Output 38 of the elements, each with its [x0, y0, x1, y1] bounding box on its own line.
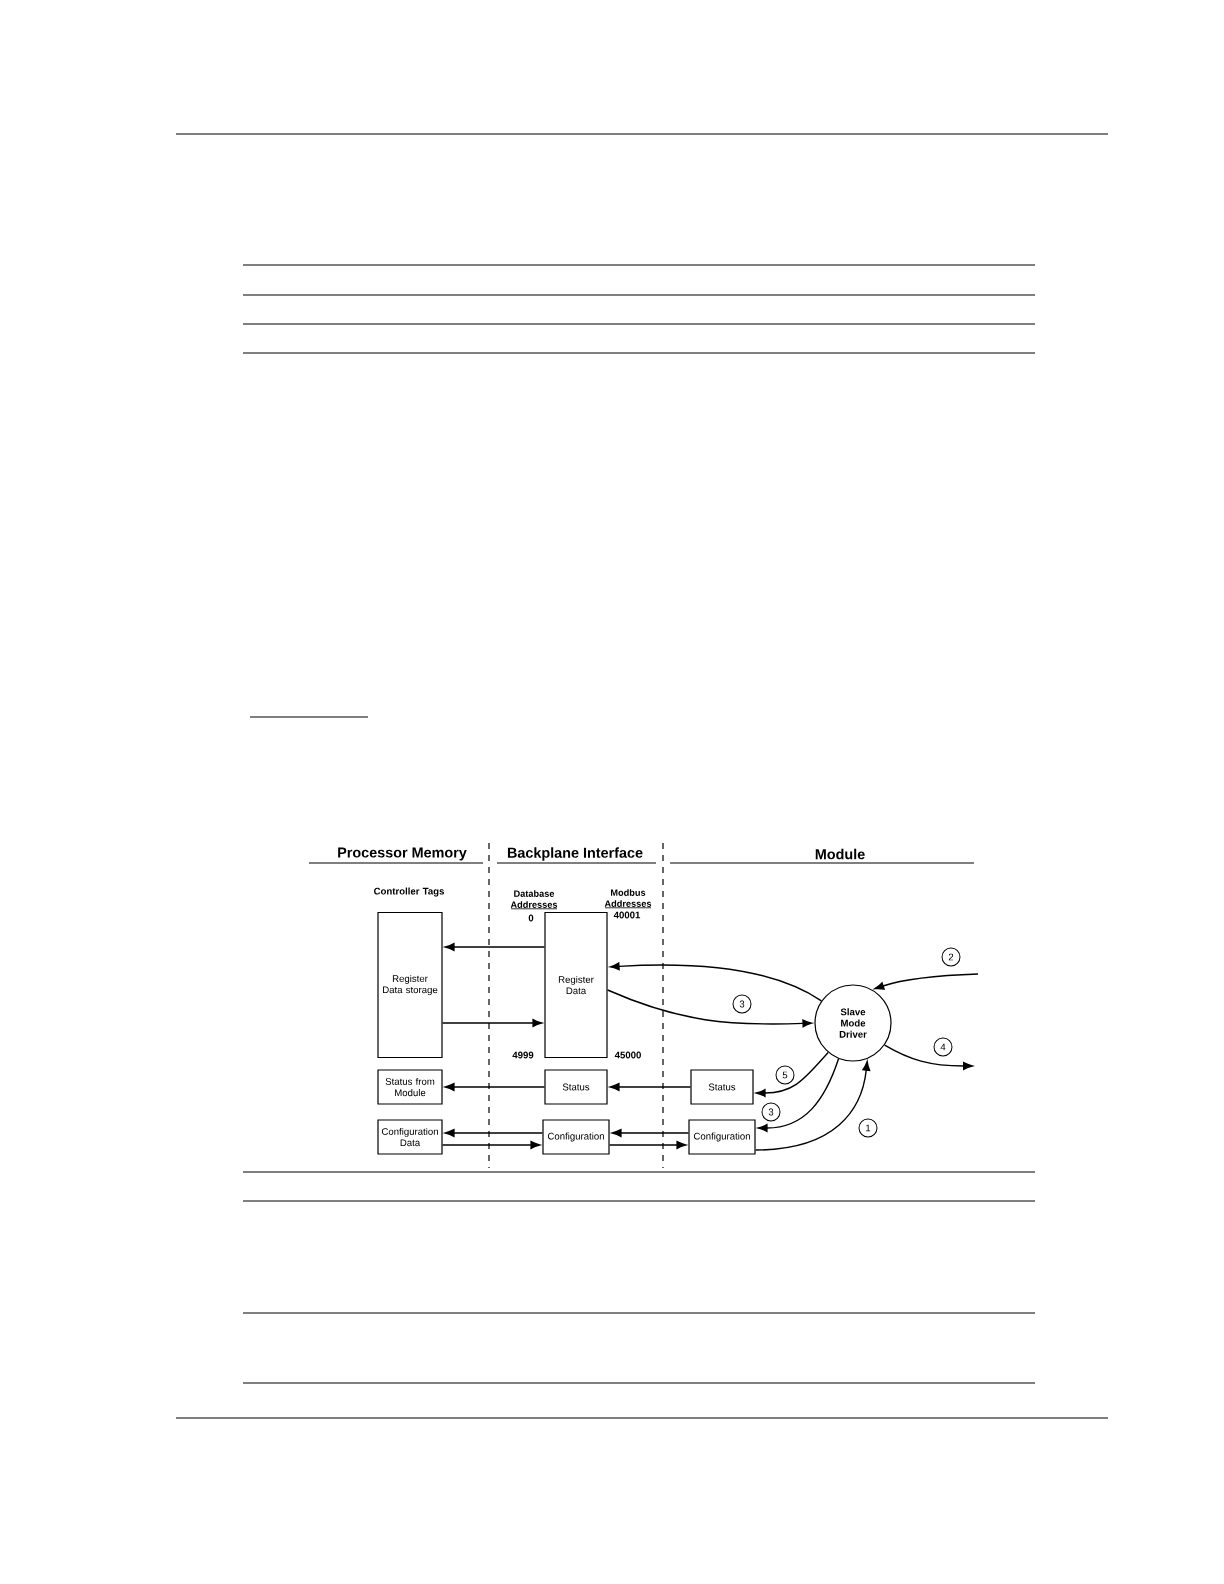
arrow: [444, 1083, 546, 1091]
tag-label: Controller Tags: [374, 887, 444, 897]
arrow: [444, 1129, 544, 1137]
arrow: [883, 1044, 973, 1070]
arrow: [754, 1060, 871, 1151]
address-label: Modbus Addresses: [604, 889, 652, 909]
callout-number: 4: [933, 1037, 953, 1057]
address-number: 45000: [614, 1051, 641, 1059]
process-box: Status: [544, 1069, 608, 1105]
process-box: Status from Module: [377, 1069, 443, 1105]
callout-number: 1: [858, 1118, 878, 1138]
callout-number: 3: [732, 994, 752, 1014]
column-heading: Backplane Interface: [496, 847, 657, 864]
arrow: [608, 1141, 687, 1149]
column-heading: Processor Memory: [308, 847, 484, 864]
arrow: [757, 1058, 840, 1132]
address-label: Database Addresses: [510, 890, 558, 910]
column-heading: Module: [669, 848, 975, 864]
arrow: [444, 943, 546, 951]
address-number: 0: [528, 914, 534, 922]
callout-number: 2: [941, 947, 961, 967]
arrow: [606, 989, 813, 1028]
arrow: [441, 1019, 543, 1027]
arrow: [441, 1141, 541, 1149]
arrow: [874, 973, 979, 990]
process-box: Configuration Data: [377, 1119, 443, 1155]
process-box: Status: [690, 1069, 754, 1105]
arrow: [609, 1083, 692, 1091]
arrow: [611, 1129, 690, 1137]
process-box: Register Data storage: [377, 911, 443, 1059]
callout-number: 5: [775, 1065, 795, 1085]
arrow: [755, 1051, 829, 1097]
arrow: [609, 962, 823, 1002]
process-box: Configuration: [542, 1119, 610, 1155]
address-number: 4999: [512, 1051, 534, 1059]
callout-number: 3: [761, 1102, 781, 1122]
process-box: Configuration: [688, 1119, 756, 1155]
process-box: Register Data: [544, 911, 608, 1059]
